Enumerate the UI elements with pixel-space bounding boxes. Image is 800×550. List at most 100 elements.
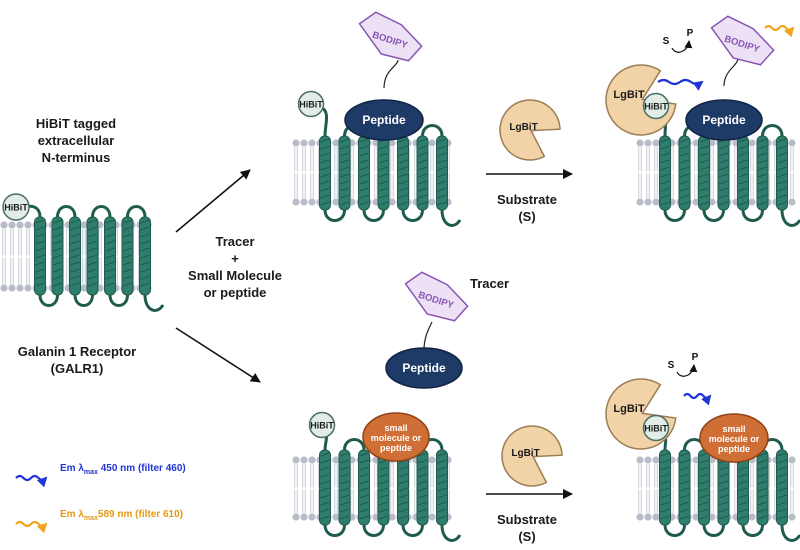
helix-stripe <box>679 501 690 506</box>
helix-stripe <box>757 173 768 178</box>
lipid-head <box>692 513 700 521</box>
helix-stripe <box>87 219 98 224</box>
helix-stripe <box>140 268 150 273</box>
helix-stripe <box>70 219 80 224</box>
helix-stripe <box>718 473 729 478</box>
helix-stripe <box>320 501 330 506</box>
helix-stripe <box>437 473 447 478</box>
hibit-label: HiBiT <box>299 100 323 110</box>
helix-stripe <box>437 515 447 520</box>
helix-stripe <box>757 187 768 192</box>
small-molecule-line-2: molecule or <box>371 433 422 443</box>
helix-stripe <box>738 152 748 157</box>
helix-stripe <box>140 254 150 259</box>
helix-stripe <box>777 159 787 164</box>
helix-stripe <box>339 480 350 485</box>
legend-blue-sub: max <box>83 469 98 476</box>
helix-stripe <box>122 233 133 238</box>
helix-stripe <box>35 261 45 266</box>
lipid-head <box>644 513 652 521</box>
helix-stripe <box>320 173 330 178</box>
helix-stripe <box>339 187 350 192</box>
helix-stripe <box>398 515 408 520</box>
helix-stripe <box>738 166 748 171</box>
helix-stripe <box>320 166 330 171</box>
helix-stripe <box>320 194 330 199</box>
lgbit-shape <box>501 425 563 487</box>
helix-stripe <box>339 173 350 178</box>
lipid-head <box>692 198 700 206</box>
peptide-ellipse <box>344 99 424 141</box>
substrate-conversion: SP <box>668 352 699 377</box>
helix-stripe <box>320 152 330 157</box>
helix-stripe <box>417 173 428 178</box>
substrate-line-2: (S) <box>518 528 536 544</box>
helix-stripe <box>122 247 133 252</box>
helix-stripe <box>339 166 350 171</box>
helix-stripe <box>105 226 115 231</box>
lipid-head <box>332 513 340 521</box>
lipid-head <box>292 198 300 206</box>
helix-stripe <box>52 219 63 224</box>
helix-stripe <box>738 508 748 513</box>
top-receptor <box>319 124 462 227</box>
lgbit-pacman-icon: LgBiT <box>499 99 561 161</box>
helix-stripe <box>718 173 729 178</box>
helix-stripe <box>320 487 330 492</box>
helix-stripe <box>699 494 709 499</box>
helix-stripe <box>757 508 768 513</box>
helix-stripe <box>70 268 80 273</box>
helix-stripe <box>398 501 408 506</box>
helix-stripe <box>660 466 670 471</box>
bodipy-hexagon-icon: BODIPY <box>358 11 423 62</box>
helix-stripe <box>417 145 428 150</box>
lipid-head <box>708 456 716 464</box>
helix-stripe <box>699 187 709 192</box>
peptide-label: Peptide <box>362 113 406 127</box>
conversion-arrow <box>676 364 698 377</box>
helix-stripe <box>417 459 428 464</box>
helix-stripe <box>105 282 115 287</box>
helix-stripe <box>70 247 80 252</box>
lgbit-pacman-icon <box>605 64 677 136</box>
helix-stripe <box>660 152 670 157</box>
legend-blue-prefix: Em λ <box>60 463 84 474</box>
helix-stripe <box>122 219 133 224</box>
helix-stripe <box>417 501 428 506</box>
p-label: P <box>692 352 699 363</box>
helix-stripe <box>105 268 115 273</box>
helix-stripe <box>699 459 709 464</box>
helix-stripe <box>437 166 447 171</box>
lipid-head <box>308 198 316 206</box>
helix-stripe <box>378 501 389 506</box>
helix-stripe <box>339 459 350 464</box>
helix-stripe <box>52 226 63 231</box>
helix-stripe <box>398 166 408 171</box>
lgbit-label: LgBiT <box>511 448 539 459</box>
title-line-1: HiBiT tagged <box>35 116 117 131</box>
treatment-line-1: Tracer <box>215 234 255 249</box>
helix-stripe <box>699 515 709 520</box>
helix-stripe <box>378 508 389 513</box>
hibit-circle <box>2 193 30 221</box>
helix-stripe <box>679 473 690 478</box>
helix-stripe <box>359 159 369 164</box>
helix-stripe <box>378 480 389 485</box>
hibit-circle <box>642 414 670 442</box>
lipid-head <box>748 198 756 206</box>
lipid-head <box>428 513 436 521</box>
lipid-head <box>644 198 652 206</box>
helix-stripe <box>679 152 690 157</box>
helix-stripe <box>339 145 350 150</box>
receptor-c-tail <box>143 294 165 312</box>
tm-helix <box>756 135 769 211</box>
helix-stripe <box>417 452 428 457</box>
substrate-line-2: (S) <box>518 208 536 224</box>
small-molecule-line-3: peptide <box>718 444 750 454</box>
helix-stripe <box>320 138 330 143</box>
helix-stripe <box>398 494 408 499</box>
helix-stripe <box>320 187 330 192</box>
lgbit-shape <box>605 378 677 450</box>
helix-stripe <box>718 187 729 192</box>
helix-stripe <box>699 201 709 206</box>
